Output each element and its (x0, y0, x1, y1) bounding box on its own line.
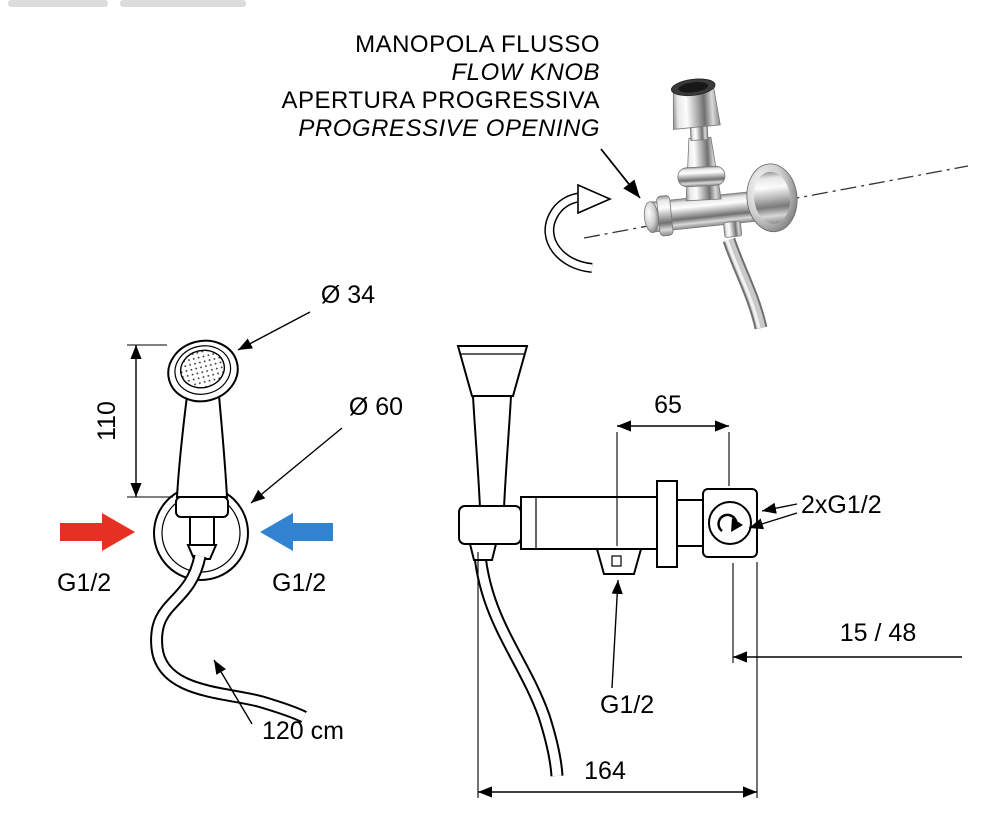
title-block: MANOPOLA FLUSSO FLOW KNOB APERTURA PROGR… (281, 31, 641, 199)
rosette-diameter-label: Ø 60 (349, 393, 403, 421)
dim-bottom-outlet: G1/2 (600, 579, 654, 719)
overall-width-label: 164 (584, 757, 626, 785)
title-line-english-knob: FLOW KNOB (451, 59, 600, 86)
dim-head-diameter: Ø 34 (237, 281, 375, 351)
title-line-english-opening: PROGRESSIVE OPENING (298, 115, 600, 142)
side-valve-body (520, 496, 658, 550)
photo-hand-sprayer (670, 78, 726, 202)
pointer-arrow-to-knob (600, 148, 641, 199)
side-hose-nut (468, 543, 498, 561)
rear-connections-label: 2xG1/2 (801, 491, 882, 519)
dim-offset-65: 65 (616, 391, 730, 546)
side-spray-head (456, 345, 529, 397)
title-line-italian-knob: MANOPOLA FLUSSO (355, 31, 600, 58)
dim-depth-range: 15 / 48 (732, 563, 962, 663)
cropped-top-artifact (8, 0, 246, 7)
product-photo (544, 78, 969, 330)
hose-connector (189, 516, 215, 546)
offset-label: 65 (654, 391, 682, 419)
spray-head (167, 339, 239, 403)
photo-valve-body (643, 189, 774, 238)
height-label: 110 (93, 401, 121, 441)
flow-knob-symbol-icon (717, 513, 743, 532)
sprayer-handle (175, 395, 229, 498)
dim-height-110: 110 (93, 344, 173, 498)
dim-rear-connections: 2xG1/2 (748, 491, 882, 530)
dim-hose-length: 120 cm (213, 659, 344, 745)
bottom-outlet-label: G1/2 (600, 691, 654, 719)
flow-knob-face (708, 501, 752, 545)
title-line-italian-opening: APERTURA PROGRESSIVA (281, 87, 600, 114)
hot-water-arrow-icon (60, 513, 135, 551)
side-body-rear (676, 499, 704, 547)
bottom-outlet (595, 548, 643, 575)
side-holder (458, 505, 522, 545)
side-handle (471, 395, 513, 509)
photo-wall-flange (746, 163, 798, 233)
side-wall-flange (656, 480, 678, 568)
front-view: Ø 34 110 Ø 60 G1/2 G1/2 120 cm (57, 281, 403, 745)
cold-inlet-label: G1/2 (272, 569, 326, 597)
head-diameter-label: Ø 34 (321, 281, 375, 309)
rotation-arrow-icon (544, 183, 612, 273)
dim-overall-width: 164 (477, 552, 758, 798)
dim-rosette-diameter: Ø 60 (250, 393, 403, 504)
cold-water-arrow-icon (260, 513, 333, 551)
front-hose (150, 554, 307, 723)
sprayer-holder (175, 496, 229, 518)
side-hose (472, 543, 564, 777)
side-view: 65 2xG1/2 15 / 48 G1/2 164 (456, 345, 962, 798)
photo-hose (722, 237, 768, 330)
hose-length-label: 120 cm (262, 717, 344, 745)
hot-inlet-label: G1/2 (57, 569, 111, 597)
outlet-port (611, 555, 622, 567)
depth-range-label: 15 / 48 (840, 619, 916, 647)
